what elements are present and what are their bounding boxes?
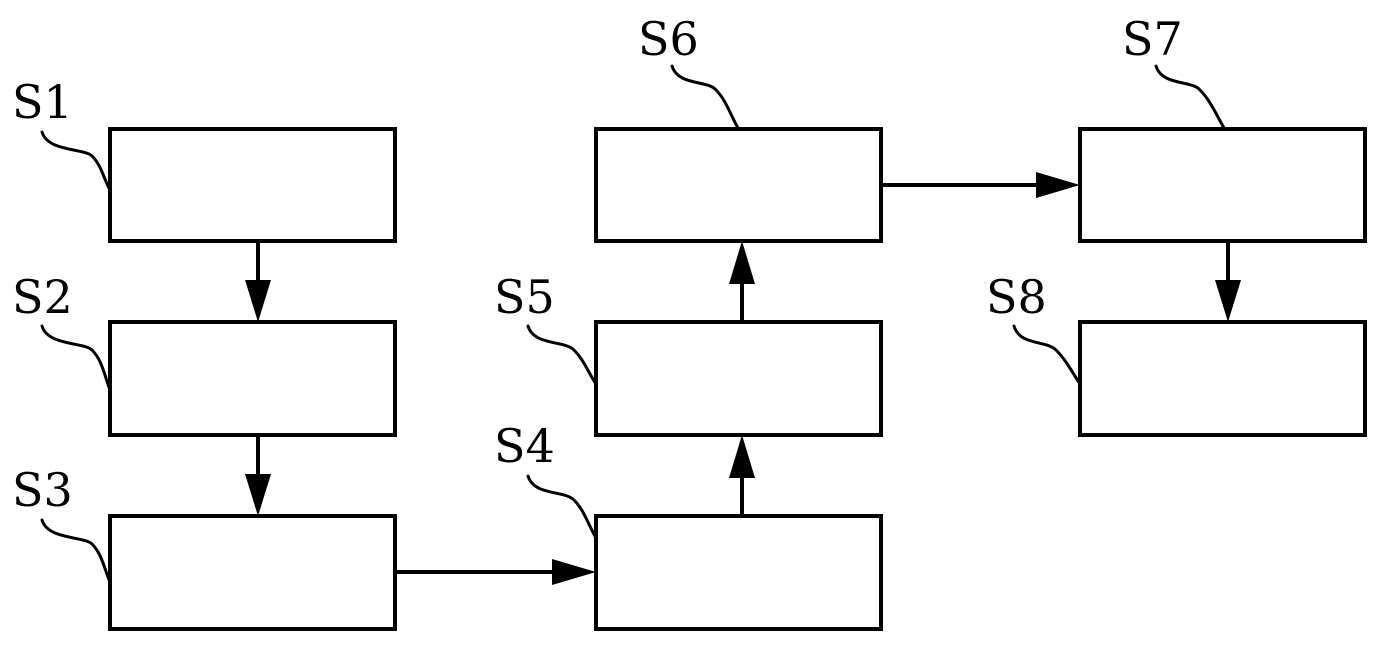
step-label-s8: S8 <box>986 270 1047 324</box>
arrow-s1-to-s2 <box>245 241 271 322</box>
leader-line-s7 <box>1154 64 1226 130</box>
step-label-s4: S4 <box>494 419 555 473</box>
step-label-s7: S7 <box>1122 12 1183 66</box>
step-label-s2: S2 <box>12 270 73 324</box>
arrow-s4-to-s5 <box>729 435 755 516</box>
step-box-s4 <box>594 514 883 631</box>
step-label-s5: S5 <box>494 270 555 324</box>
step-box-s2 <box>108 320 397 437</box>
step-box-s3 <box>108 514 397 631</box>
step-box-s7 <box>1078 127 1367 243</box>
step-box-s5 <box>594 320 883 437</box>
step-box-s6 <box>594 127 883 243</box>
leader-line-s2 <box>40 324 112 392</box>
leader-line-s5 <box>526 324 598 386</box>
arrow-s7-to-s8 <box>1215 241 1241 322</box>
arrow-s3-to-s4 <box>395 559 596 585</box>
arrow-s2-to-s3 <box>245 435 271 516</box>
leader-line-s3 <box>40 518 112 584</box>
arrow-s5-to-s6 <box>729 241 755 322</box>
arrow-s6-to-s7 <box>881 172 1080 198</box>
step-label-s3: S3 <box>12 463 73 517</box>
step-label-s6: S6 <box>638 12 699 66</box>
leader-line-s1 <box>40 130 112 192</box>
step-label-s1: S1 <box>12 75 73 129</box>
leader-line-s6 <box>670 64 740 130</box>
leader-line-s4 <box>526 474 598 540</box>
step-box-s8 <box>1078 320 1367 437</box>
step-box-s1 <box>108 127 397 243</box>
leader-line-s8 <box>1012 324 1082 386</box>
